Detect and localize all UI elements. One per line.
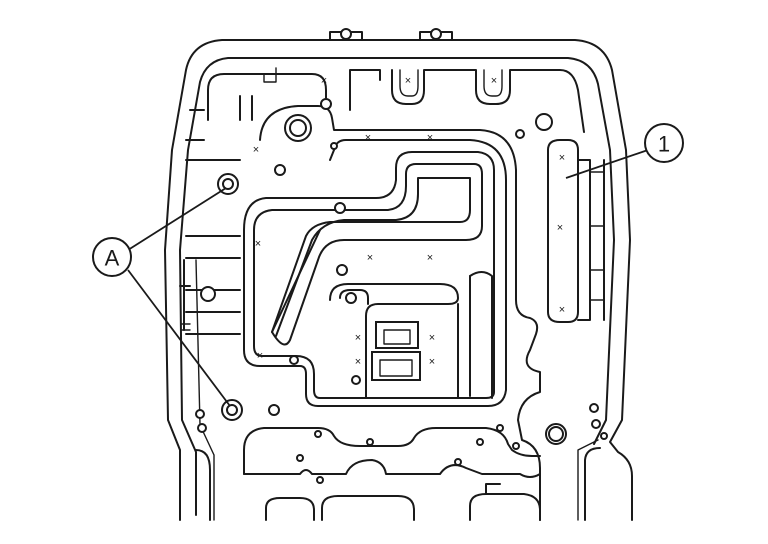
- fastener-mark: ×: [257, 350, 263, 362]
- fastener-mark: ×: [355, 332, 361, 344]
- callout-a-label: A: [105, 246, 120, 271]
- fastener-mark: ×: [429, 356, 435, 368]
- callout-1-label: 1: [658, 132, 670, 157]
- center-pocket: [329, 271, 493, 399]
- fastener-mark: ×: [255, 238, 261, 250]
- main-channel: [243, 105, 541, 521]
- fastener-mark: ×: [321, 75, 327, 87]
- fastener-mark: ×: [367, 252, 373, 264]
- left-ribs: [179, 235, 241, 335]
- part-1-plate: [547, 139, 605, 323]
- fastener-mark: ×: [559, 152, 565, 164]
- point-a-bolts: [217, 173, 243, 421]
- fastener-mark: ×: [355, 356, 361, 368]
- inner-ribs: [185, 67, 585, 161]
- callout-1: 1: [565, 123, 684, 179]
- fastener-mark: ×: [559, 304, 565, 316]
- fastener-mark: ×: [429, 332, 435, 344]
- fastener-mark: ×: [405, 75, 411, 87]
- fastener-mark: ×: [557, 222, 563, 234]
- fastener-mark: ×: [427, 252, 433, 264]
- lower-cover: [243, 427, 541, 521]
- holes: [195, 98, 608, 484]
- housing-outline: [164, 39, 633, 521]
- top-bolts: [329, 28, 453, 41]
- fastener-mark: ×: [253, 144, 259, 156]
- fastener-mark: ×: [491, 75, 497, 87]
- fastener-marks: × × × × × × × × × × × × × × × × ×: [253, 75, 565, 368]
- callout-a: A: [92, 187, 231, 407]
- fastener-mark: ×: [427, 132, 433, 144]
- fastener-mark: ×: [365, 132, 371, 144]
